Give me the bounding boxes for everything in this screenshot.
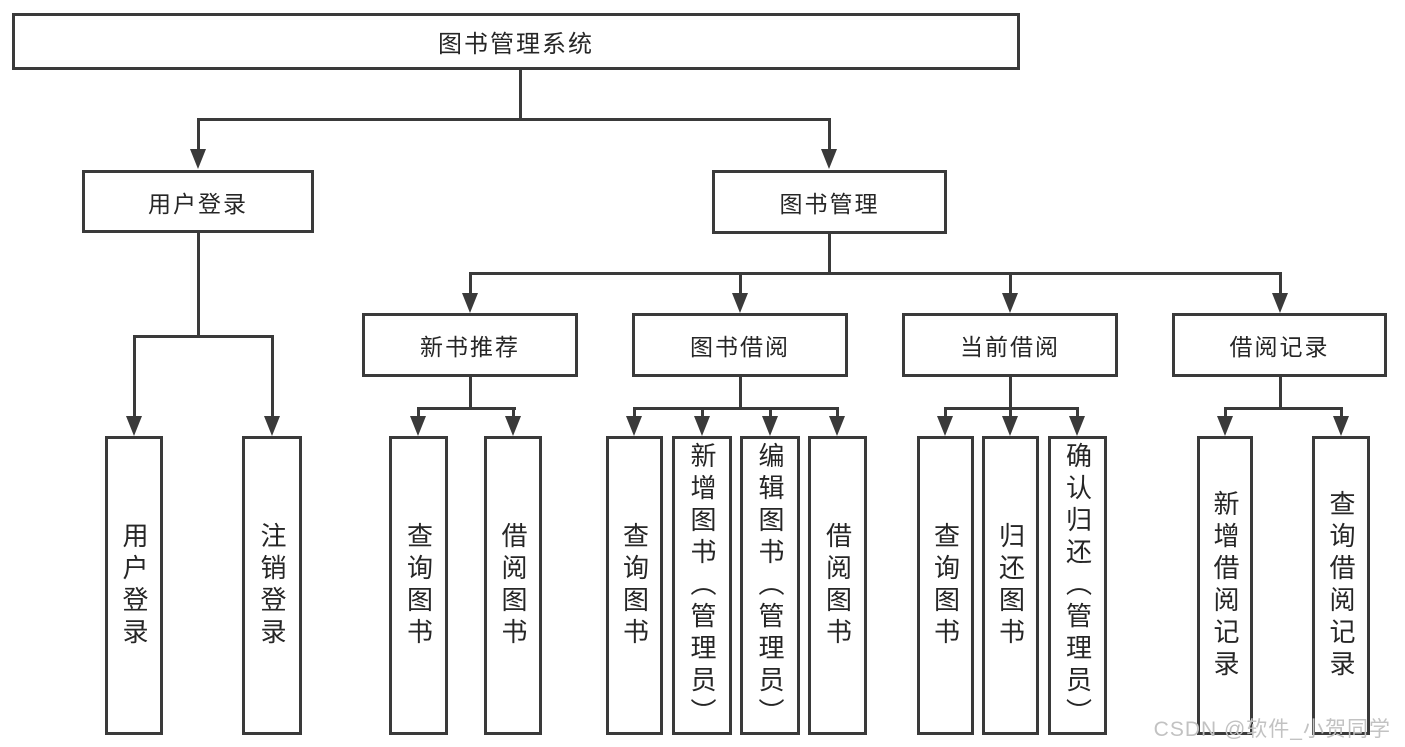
node-leaf-logout-label: 注销登录: [257, 521, 287, 650]
arrow-down-icon: [410, 416, 426, 436]
node-leaf-borrow-books-1: 借阅图书: [484, 436, 542, 735]
node-leaf-query-books-3-label: 查询图书: [930, 521, 961, 650]
connector-line: [417, 407, 516, 410]
node-leaf-add-borrow-record-label: 新增借阅记录: [1210, 489, 1240, 682]
node-leaf-query-books-1-label: 查询图书: [403, 521, 434, 650]
connector-line: [1224, 407, 1342, 410]
connector-line: [1009, 377, 1012, 410]
connector-line: [836, 407, 839, 418]
connector-line: [271, 335, 274, 416]
node-leaf-add-books-admin: 新增图书（管理员）: [672, 436, 732, 735]
arrow-down-icon: [264, 416, 280, 436]
node-new-book-recommend: 新书推荐: [362, 313, 578, 377]
connector-line: [1279, 377, 1282, 410]
connector-line: [633, 407, 636, 418]
connector-line: [512, 407, 515, 418]
arrow-down-icon: [462, 293, 478, 313]
connector-line: [1076, 407, 1079, 418]
arrow-down-icon: [190, 149, 206, 169]
arrow-down-icon: [505, 416, 521, 436]
node-borrow-records: 借阅记录: [1172, 313, 1387, 377]
node-book-borrow-label: 图书借阅: [690, 334, 790, 360]
connector-line: [739, 272, 742, 295]
node-leaf-add-books-admin-label: 新增图书（管理员）: [687, 441, 717, 730]
arrow-down-icon: [1002, 416, 1018, 436]
connector-line: [197, 118, 200, 150]
node-leaf-query-books-1: 查询图书: [389, 436, 448, 735]
connector-line: [828, 118, 831, 150]
connector-line: [417, 407, 420, 418]
node-leaf-edit-books-admin: 编辑图书（管理员）: [740, 436, 800, 735]
connector-line: [469, 272, 1282, 275]
node-user-login: 用户登录: [82, 170, 314, 233]
arrow-down-icon: [126, 416, 142, 436]
arrow-down-icon: [1333, 416, 1349, 436]
arrow-down-icon: [732, 293, 748, 313]
connector-line: [133, 335, 274, 338]
node-leaf-query-books-2-label: 查询图书: [619, 521, 650, 650]
node-leaf-return-books: 归还图书: [982, 436, 1039, 735]
node-leaf-query-borrow-record-label: 查询借阅记录: [1326, 489, 1356, 682]
connector-line: [1224, 407, 1227, 418]
node-leaf-confirm-return-admin: 确认归还（管理员）: [1048, 436, 1107, 735]
node-leaf-user-login-label: 用户登录: [119, 521, 149, 650]
node-borrow-records-label: 借阅记录: [1229, 334, 1330, 360]
connector-line: [1009, 407, 1012, 418]
node-leaf-edit-books-admin-label: 编辑图书（管理员）: [755, 441, 785, 730]
connector-line: [701, 407, 704, 418]
node-leaf-query-books-2: 查询图书: [606, 436, 663, 735]
node-leaf-logout: 注销登录: [242, 436, 302, 735]
connector-line: [519, 70, 522, 121]
node-new-book-recommend-label: 新书推荐: [420, 334, 520, 360]
node-book-borrow: 图书借阅: [632, 313, 848, 377]
node-book-management: 图书管理: [712, 170, 947, 234]
node-leaf-query-borrow-record: 查询借阅记录: [1312, 436, 1370, 735]
connector-line: [197, 118, 831, 121]
connector-line: [1009, 272, 1012, 295]
connector-line: [1279, 272, 1282, 295]
arrow-down-icon: [829, 416, 845, 436]
arrow-down-icon: [937, 416, 953, 436]
connector-line: [469, 272, 472, 295]
connector-line: [944, 407, 947, 418]
node-leaf-confirm-return-admin-label: 确认归还（管理员）: [1062, 441, 1093, 730]
connector-line: [469, 377, 472, 410]
arrow-down-icon: [1217, 416, 1233, 436]
arrow-down-icon: [1069, 416, 1085, 436]
node-current-borrow-label: 当前借阅: [960, 334, 1060, 360]
node-leaf-query-books-3: 查询图书: [917, 436, 974, 735]
connector-line: [197, 233, 200, 338]
arrow-down-icon: [694, 416, 710, 436]
connector-line: [633, 407, 839, 410]
node-library-system-label: 图书管理系统: [438, 31, 594, 58]
node-user-login-label: 用户登录: [148, 190, 248, 217]
arrow-down-icon: [1002, 293, 1018, 313]
node-leaf-return-books-label: 归还图书: [995, 521, 1026, 650]
watermark-text: CSDN @软件_小贺同学: [1153, 718, 1391, 741]
arrow-down-icon: [762, 416, 778, 436]
arrow-down-icon: [821, 149, 837, 169]
node-current-borrow: 当前借阅: [902, 313, 1118, 377]
connector-line: [769, 407, 772, 418]
connector-line: [1340, 407, 1343, 418]
arrow-down-icon: [626, 416, 642, 436]
node-leaf-borrow-books-2-label: 借阅图书: [822, 521, 853, 650]
node-leaf-add-borrow-record: 新增借阅记录: [1197, 436, 1253, 735]
arrow-down-icon: [1272, 293, 1288, 313]
connector-line: [739, 377, 742, 410]
node-book-management-label: 图书管理: [779, 191, 880, 217]
node-leaf-borrow-books-2: 借阅图书: [808, 436, 867, 735]
node-library-system: 图书管理系统: [12, 13, 1020, 70]
connector-line: [828, 234, 831, 275]
node-leaf-user-login: 用户登录: [105, 436, 163, 735]
node-leaf-borrow-books-1-label: 借阅图书: [498, 521, 528, 650]
connector-line: [133, 335, 136, 416]
